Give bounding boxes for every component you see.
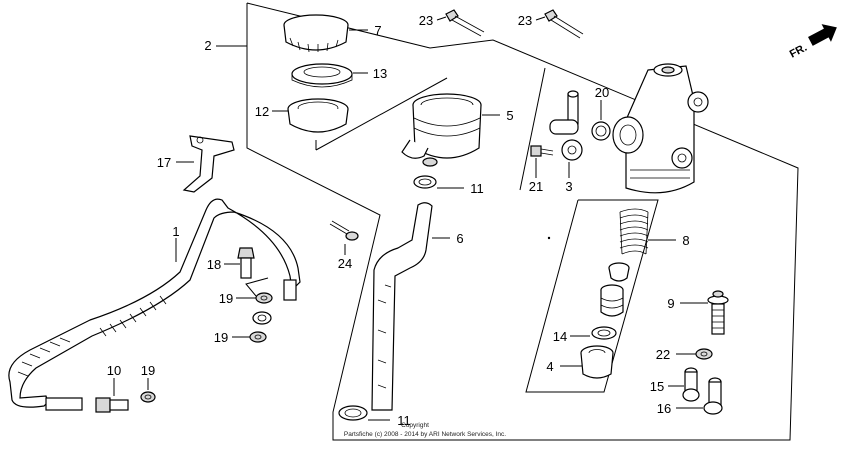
part-13-diaphragm-plate: [291, 63, 353, 88]
part-1-brake-hose: [8, 198, 301, 411]
callout-24: 24: [338, 256, 352, 271]
part-12-diaphragm: [287, 98, 349, 133]
callout-19-upper: 19: [219, 291, 233, 306]
part-9-push-rod: [707, 290, 729, 335]
leader-19-upper: [236, 277, 269, 299]
callout-13: 13: [373, 66, 387, 81]
callout-11-lower: 11: [397, 413, 411, 428]
callout-18: 18: [207, 257, 221, 272]
part-19-washer-lower: [140, 391, 156, 403]
part-5-reservoir: [401, 93, 482, 167]
reservoir-sub-outline: [315, 77, 448, 151]
part-11-hose-clip-lower: [338, 405, 368, 421]
callout-10: 10: [107, 363, 121, 378]
callout-22: 22: [656, 347, 670, 362]
part-15-joint: [682, 367, 700, 402]
callout-17: 17: [157, 155, 171, 170]
callout-15: 15: [650, 379, 664, 394]
callout-1: 1: [172, 224, 179, 239]
callout-19-lower: 19: [141, 363, 155, 378]
callout-11-upper: 11: [470, 181, 484, 196]
leader-23-right: [535, 16, 546, 21]
callout-19-mid: 19: [214, 330, 228, 345]
callout-7: 7: [374, 23, 381, 38]
cylinder-sub-outline: [519, 67, 546, 191]
part-17-hose-bracket: [182, 135, 235, 193]
copyright-line-1: Copyright: [401, 422, 429, 429]
part-21-bolt: [530, 145, 554, 157]
part-16-clevis: [703, 377, 723, 415]
callout-3: 3: [565, 179, 572, 194]
callout-12: 12: [255, 104, 269, 119]
part-4-boot: [580, 345, 614, 379]
part-11-hose-clip-upper: [413, 175, 437, 189]
part-8-piston: [600, 284, 624, 317]
part-23-bolt-right: [544, 9, 584, 39]
part-14-washer: [591, 326, 617, 340]
front-arrow-icon: [808, 24, 837, 46]
master-cylinder-body: [612, 63, 709, 194]
part-18-banjo-bolt: [237, 247, 255, 279]
part-8-spring: [619, 208, 649, 255]
part-3-hose-joint: [549, 90, 583, 161]
callout-16: 16: [657, 401, 671, 416]
callout-2: 2: [204, 38, 211, 53]
assembly-2-outline: [246, 2, 799, 441]
callout-21: 21: [529, 179, 543, 194]
callout-9: 9: [667, 296, 674, 311]
front-direction-label: FR.: [788, 42, 809, 61]
front-direction-indicator: FR.: [788, 24, 837, 61]
part-6-reservoir-hose: [371, 202, 433, 411]
copyright-line-2: Partsfiche (c) 2008 - 2014 by ARI Networ…: [344, 431, 506, 438]
callout-4: 4: [546, 359, 553, 374]
part-22-nut: [695, 348, 713, 360]
part-10-hose-fitting: [95, 397, 129, 413]
callout-20: 20: [595, 85, 609, 100]
part-7-reservoir-cap: [283, 14, 349, 53]
leader-23-left: [436, 16, 447, 21]
part-19-washer-upper: [255, 292, 273, 304]
callout-6: 6: [456, 231, 463, 246]
marker-dot: [547, 236, 551, 240]
callout-5: 5: [506, 108, 513, 123]
hose-fitting-eye: [252, 311, 272, 325]
callout-23-left: 23: [419, 13, 433, 28]
part-20-o-ring: [591, 121, 611, 141]
callout-14: 14: [553, 329, 567, 344]
piston-kit-outline: [525, 199, 659, 393]
part-19-washer-mid: [249, 331, 267, 343]
part-24-screw: [329, 220, 359, 241]
callout-8: 8: [682, 233, 689, 248]
part-23-bolt-left: [445, 9, 485, 37]
callout-23-right: 23: [518, 13, 532, 28]
part-8-cup: [608, 262, 630, 282]
